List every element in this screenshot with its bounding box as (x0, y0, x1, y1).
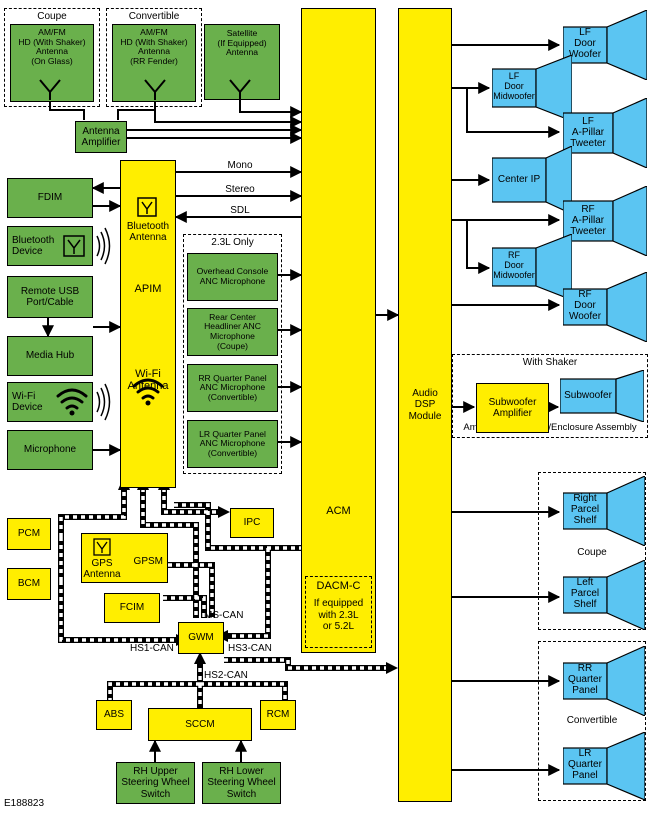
anc-microphone-group (183, 234, 282, 474)
hs2-can-label: HS2-CAN (204, 670, 248, 681)
dacm-note: If equipped with 2.3L or 5.2L (313, 598, 364, 632)
shaker-group (452, 354, 648, 438)
fcim-module: FCIM (104, 593, 160, 623)
subwoofer-amplifier: Subwoofer Amplifier (476, 383, 549, 433)
abs-module: ABS (96, 700, 132, 730)
wifi-icon (132, 378, 164, 400)
coupe-group-label: Coupe (37, 11, 67, 22)
hs1-can-label: HS1-CAN (130, 643, 174, 654)
rcm-module: RCM (260, 700, 296, 730)
apim-module: Bluetooth Antenna APIM Wi-Fi Antenna (120, 160, 176, 488)
bluetooth-icon (63, 235, 85, 257)
rf-door-midwoofer-speaker: RF Door Midwoofer (492, 234, 572, 300)
bluetooth-antenna-label: Bluetooth Antenna (126, 221, 170, 244)
rear-center-headliner-mic: Rear Center Headliner ANC Microphone (Co… (187, 308, 278, 356)
ms-can-label: MS-CAN (204, 610, 244, 621)
stereo-label: Stereo (225, 184, 255, 195)
antenna-icon (144, 79, 166, 100)
lr-quarter-panel-mic: LR Quarter Panel ANC Microphone (Convert… (187, 420, 278, 468)
anc-group-label: 2.3L Only (211, 237, 254, 248)
speaker-icon (563, 186, 647, 256)
audio-dsp-module: Audio DSP Module (398, 8, 452, 802)
rh-lower-steering-switch: RH Lower Steering Wheel Switch (202, 762, 281, 804)
speaker-icon (563, 646, 645, 716)
rr-quarter-panel-mic: RR Quarter Panel ANC Microphone (Convert… (187, 364, 278, 412)
convertible-speaker-group (538, 641, 646, 801)
acm-label: ACM (326, 505, 351, 517)
acm-module: ACM (301, 8, 376, 653)
rf-door-woofer-speaker: RF Door Woofer (563, 272, 647, 342)
shaker-group-label: With Shaker (522, 357, 578, 368)
bluetooth-device: Bluetooth Device (7, 226, 93, 266)
dacm-label: DACM-C (316, 580, 361, 592)
subwoofer-speaker: Subwoofer (560, 370, 644, 422)
overhead-console-mic: Overhead Console ANC Microphone (187, 253, 278, 301)
dacm-c-module: DACM-C If equipped with 2.3L or 5.2L (305, 576, 372, 648)
antenna-icon (229, 79, 251, 100)
rf-a-pillar-tweeter-speaker: RF A-Pillar Tweeter (563, 186, 647, 256)
speaker-icon (492, 146, 572, 214)
convertible-antenna-group (106, 8, 202, 107)
speaker-icon (563, 560, 645, 630)
right-parcel-shelf-speaker: Right Parcel Shelf (563, 476, 645, 546)
rr-quarter-panel-speaker: RR Quarter Panel (563, 646, 645, 716)
media-hub: Media Hub (7, 336, 93, 376)
wifi-device: Wi-Fi Device (7, 382, 93, 422)
pcm-module: PCM (7, 518, 51, 550)
coupe-speaker-group (538, 472, 646, 630)
lf-door-midwoofer-speaker: LF Door Midwoofer (492, 55, 572, 121)
lr-quarter-panel-speaker: LR Quarter Panel (563, 732, 645, 800)
gwm-module: GWM (178, 622, 224, 654)
wifi-icon (56, 388, 88, 410)
ipc-module: IPC (230, 508, 274, 538)
bcm-module: BCM (7, 568, 51, 600)
mono-label: Mono (227, 160, 253, 171)
hs3-can-label: HS3-CAN (228, 643, 272, 654)
radio-wave-icon (96, 227, 111, 421)
speaker-icon (563, 272, 647, 342)
convertible-speaker-label: Convertible (566, 715, 618, 726)
sdl-label: SDL (230, 205, 250, 216)
left-parcel-shelf-speaker: Left Parcel Shelf (563, 560, 645, 630)
antenna-icon (39, 79, 61, 100)
wifi-icon (145, 400, 151, 406)
wifi-icon (69, 410, 75, 416)
convertible-group-label: Convertible (128, 11, 180, 22)
gps-antenna-label: GPS Antenna (83, 558, 121, 581)
satellite-antenna: Satellite (If Equipped) Antenna (204, 24, 280, 100)
rh-upper-steering-switch: RH Upper Steering Wheel Switch (116, 762, 195, 804)
speaker-icon (563, 476, 645, 546)
antenna-amplifier: Antenna Amplifier (75, 121, 127, 153)
bluetooth-icon (137, 197, 157, 217)
antenna-icon (93, 538, 111, 556)
convertible-am-fm-antenna: AM/FM HD (With Shaker) Antenna (RR Fende… (112, 24, 196, 102)
conv-direct-wire (154, 100, 303, 128)
coupe-antenna-group (4, 8, 100, 107)
speaker-icon (492, 234, 572, 300)
apim-label: APIM (134, 283, 162, 296)
speaker-icon (560, 370, 644, 422)
can-bus-layer (58, 476, 398, 708)
coupe-speaker-label: Coupe (577, 547, 607, 558)
speaker-icon (563, 732, 645, 800)
speaker-icon (492, 55, 572, 121)
center-ip-speaker: Center IP (492, 146, 572, 214)
figure-id: E188823 (4, 798, 45, 809)
dsp-lf-tweeter (466, 88, 561, 138)
remote-usb-port: Remote USB Port/Cable (7, 276, 93, 318)
gpsm-module: GPSM (81, 533, 168, 583)
microphone-module: Microphone (7, 430, 93, 470)
sccm-module: SCCM (148, 708, 252, 741)
dsp-rf-midwoofer (466, 220, 491, 274)
fdim-module: FDIM (7, 178, 93, 218)
